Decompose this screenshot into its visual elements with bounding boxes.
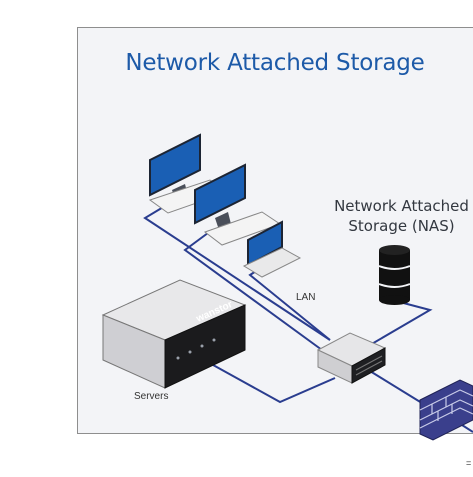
servers-label: Servers [134,391,169,402]
diagram-title: Network Attached Storage [125,50,425,76]
link-switch-firewall [364,367,431,409]
network-switch-icon [316,332,387,384]
nas-label-line1: Network Attached [334,197,469,215]
nas-label: Network Attached Storage (NAS) [330,196,473,236]
laptop-icon [242,220,302,278]
link-firewall-out [461,424,473,433]
nas-label-line2: Storage (NAS) [348,217,455,235]
server-rack-icon [101,279,247,389]
desktop-computer-icon [194,163,282,246]
link-servers-switch [194,354,336,404]
nas-storage-icon [378,245,411,305]
lan-label: LAN [296,292,316,303]
link-nas-switch [369,299,433,346]
firewall-icon [419,379,473,441]
corner-mark: = [466,458,472,468]
link-pc2-switch [183,229,323,351]
